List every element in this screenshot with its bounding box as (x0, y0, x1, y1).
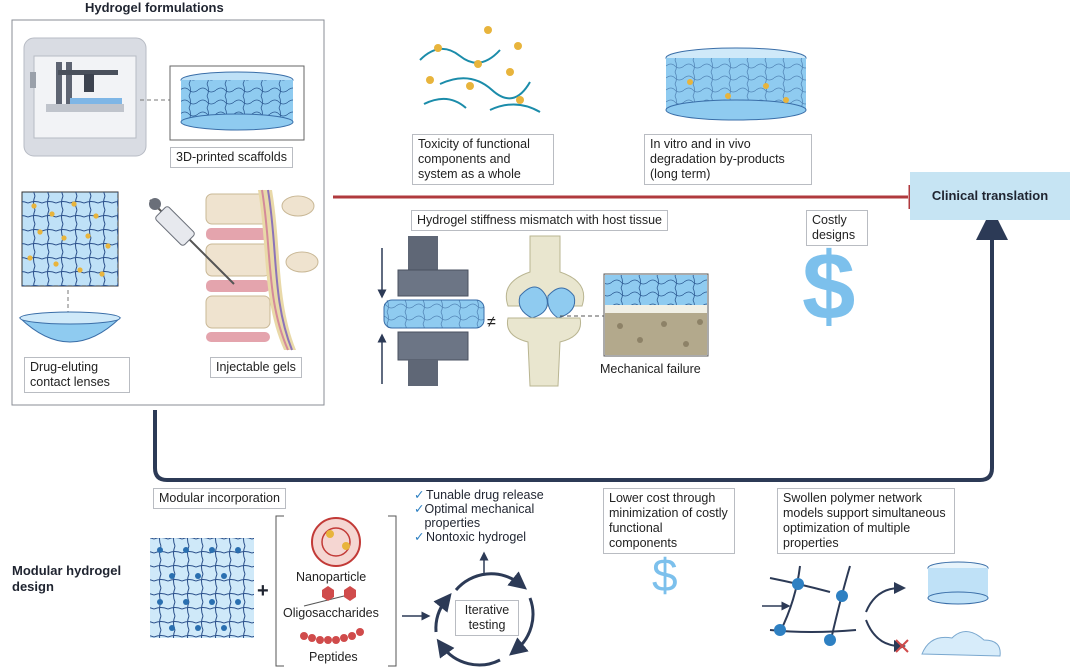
ideal-hydrogel-icon (927, 561, 989, 605)
checklist-item: ✓Tunable drug release (414, 488, 544, 502)
scaffold-illustration (169, 65, 305, 141)
oligosaccharide-icon (303, 586, 356, 607)
not-equal-icon: ≠ (487, 314, 496, 331)
formulations-title: Hydrogel formulations (85, 0, 224, 15)
polymer-chains-icon (419, 26, 541, 113)
modular-design-title: Modular hydrogel design (12, 563, 122, 594)
peptide-icon (300, 628, 364, 644)
small-dollar-icon: $ (652, 549, 678, 601)
bracket-right (388, 515, 397, 667)
contact-lens-icon (18, 311, 122, 343)
degradation-label: In vitro and in vivo degradation by-prod… (644, 134, 812, 185)
degradation-hydrogel-icon (665, 47, 807, 121)
toxicity-label: Toxicity of functional components and sy… (412, 134, 554, 185)
clinical-translation-box: Clinical translation (910, 172, 1070, 220)
network-model-icon (762, 565, 909, 653)
nanoparticle-label: Nanoparticle (296, 570, 367, 584)
syringe-icon (149, 198, 235, 285)
flow-arrow (153, 208, 1008, 482)
lower-cost-label: Lower cost through minimization of costl… (603, 488, 735, 554)
3d-printer-icon (23, 37, 147, 157)
scaffolds-label: 3D-printed scaffolds (170, 147, 293, 168)
checklist-item: ✓Optimal mechanical properties (414, 502, 535, 530)
tissue-interface-icon (603, 273, 709, 357)
checklist: ✓Tunable drug release ✓Optimal mechanica… (414, 488, 564, 544)
iterative-testing-label: Iterative testing (455, 600, 519, 636)
nanoparticle-icon (311, 517, 361, 567)
failed-hydrogel-icon (921, 631, 1001, 657)
barrier-line (333, 185, 912, 209)
mechanical-failure-label: Mechanical failure (600, 362, 701, 376)
knee-joint-icon (505, 235, 585, 387)
spine-illustration (205, 189, 319, 351)
dollar-icon: $ (802, 233, 856, 340)
iterative-cycle-icon (433, 551, 535, 667)
injectable-gels-label: Injectable gels (210, 357, 302, 378)
drug-loaded-hydrogel-icon (21, 191, 119, 287)
plus-icon: + (257, 580, 269, 602)
compression-test-icon (377, 236, 485, 386)
oligosaccharides-label: Oligosaccharides (283, 606, 379, 620)
modular-incorporation-label: Modular incorporation (153, 488, 286, 509)
peptides-label: Peptides (309, 650, 358, 664)
check-icon: ✓ (414, 502, 425, 516)
stiffness-label: Hydrogel stiffness mismatch with host ti… (411, 210, 669, 231)
bracket-left (275, 515, 284, 667)
check-icon: ✓ (414, 530, 425, 544)
costly-designs-label: Costly designs (806, 210, 868, 246)
swollen-polymer-label: Swollen polymer network models support s… (777, 488, 955, 554)
check-icon: ✓ (414, 488, 425, 502)
contact-lens-label: Drug-eluting contact lenses (24, 357, 130, 393)
polymer-network-icon (150, 538, 254, 638)
checklist-item: ✓Nontoxic hydrogel (414, 530, 527, 544)
